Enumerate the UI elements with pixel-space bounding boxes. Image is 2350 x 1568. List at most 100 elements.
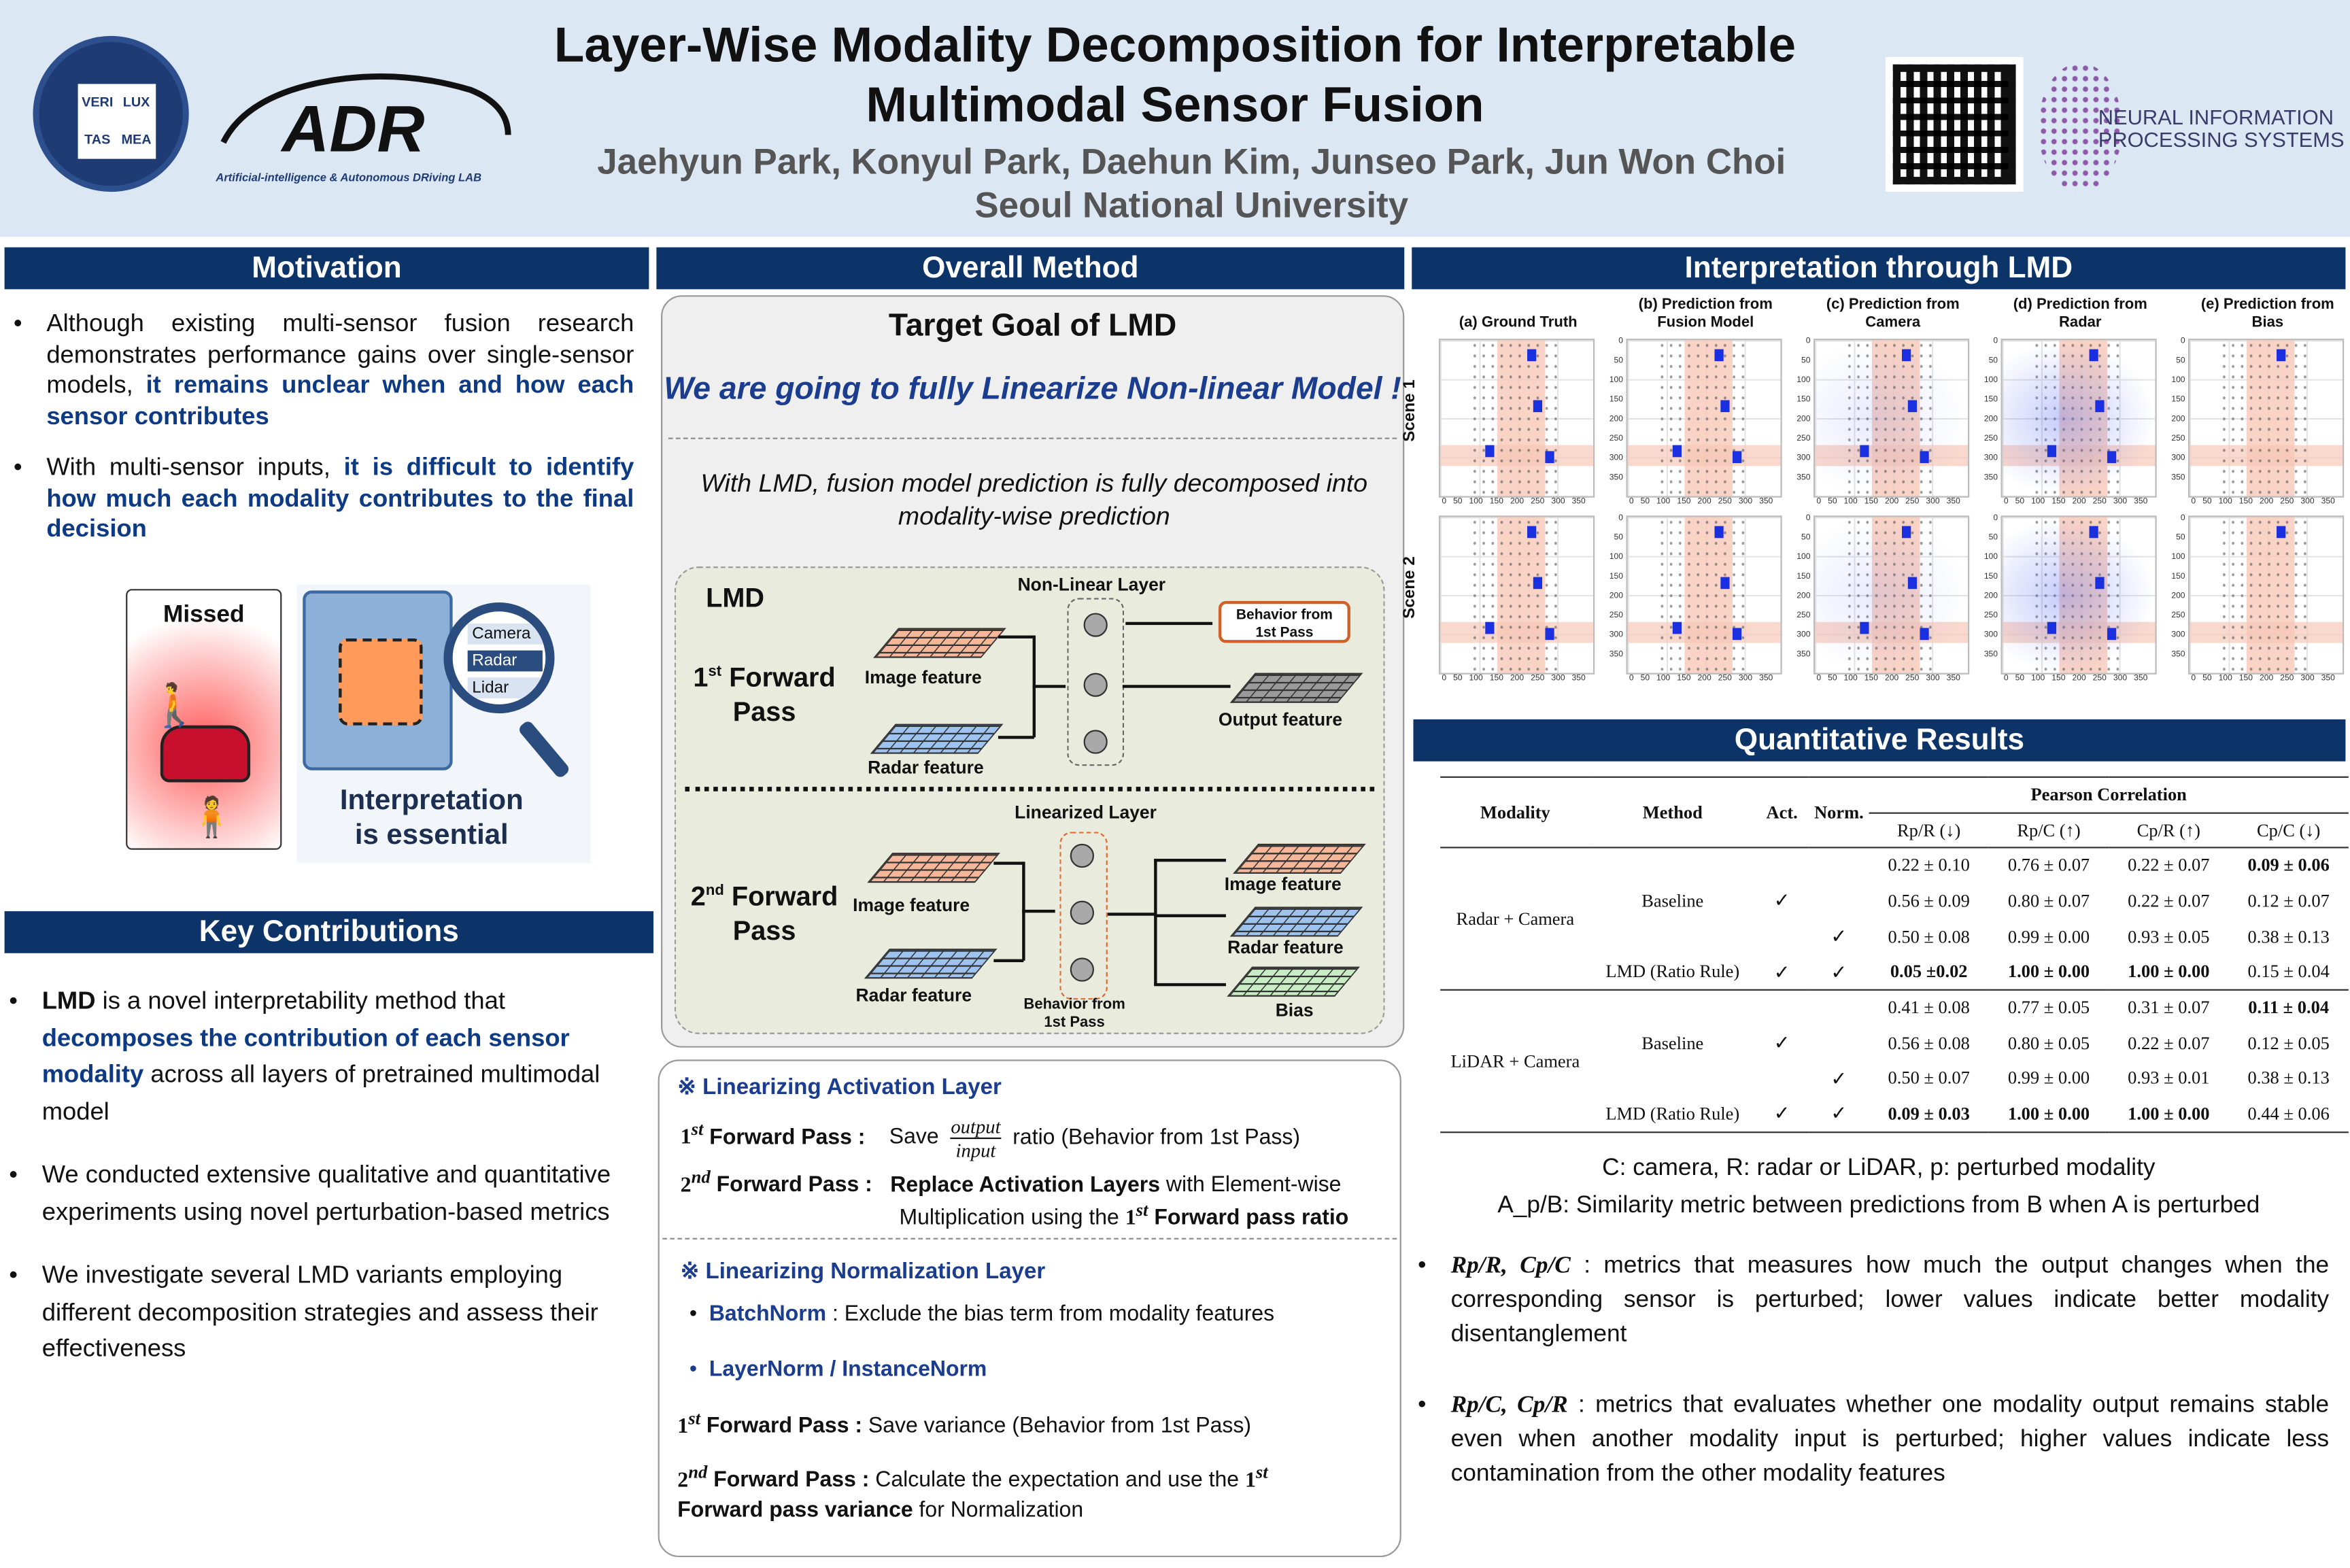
- x-ticks: 0 50 100 150 200 250 300 350: [2003, 674, 2148, 684]
- section-heading-results: Quantitative Results: [1413, 719, 2346, 762]
- detection-box: [1485, 621, 1495, 634]
- qr-code[interactable]: [1885, 56, 2024, 192]
- y-tick: 0: [1805, 514, 1811, 524]
- metric-value: 0.05 ±0.02: [1890, 960, 1968, 982]
- norm-check: [1809, 990, 1869, 1025]
- legend-line2: A_p/B: Similarity metric between predict…: [1497, 1193, 2260, 1218]
- norm-check: ✓: [1830, 1102, 1847, 1125]
- radar-haze: [2002, 517, 2156, 673]
- neuron-node: [1083, 613, 1108, 637]
- y-tick: 0: [1618, 337, 1624, 347]
- linearized-layer-label: Linearized Layer: [1015, 802, 1157, 823]
- y-tick: 300: [1983, 454, 1998, 464]
- method-cell: LMD (Ratio Rule): [1605, 1102, 1740, 1124]
- x-ticks: 0 50 100 150 200 250 300 350: [1629, 497, 1773, 507]
- detection-box: [1485, 445, 1495, 458]
- scene-panel: [2000, 339, 2157, 498]
- bias-tensor: [1227, 966, 1360, 997]
- metric-value: 1.00 ± 0.00: [2007, 960, 2090, 982]
- divider: [668, 437, 1397, 439]
- norm-check: ✓: [1830, 925, 1847, 948]
- method-goal-panel: Target Goal of LMD We are going to fully…: [661, 295, 1405, 1048]
- y-tick: 150: [1983, 395, 1998, 405]
- metric-value: 0.12 ± 0.07: [2247, 890, 2330, 911]
- y-tick: 350: [1796, 650, 1811, 660]
- text: : metrics that evaluates whether one mod…: [1450, 1392, 2330, 1487]
- metric-value: 0.22 ± 0.10: [1888, 855, 1970, 876]
- text: : metrics that measures how much the out…: [1450, 1252, 2330, 1348]
- scene-panel: [2000, 515, 2157, 675]
- camera-haze: [1815, 340, 1968, 496]
- detection-box: [1907, 577, 1918, 590]
- y-tick: 300: [1609, 454, 1624, 464]
- metric-value: 0.11 ± 0.04: [2248, 997, 2330, 1019]
- y-tick: 150: [2171, 395, 2185, 405]
- detection-box: [1732, 451, 1742, 464]
- norm-first-pass: 1st Forward Pass : Save variance (Behavi…: [677, 1407, 1251, 1439]
- detection-box: [1672, 445, 1682, 458]
- point-cloud: [1845, 517, 1935, 673]
- motivation-bullet: Although existing multi-sensor fusion re…: [5, 309, 634, 432]
- motivation-figure-missed: Missed 🚶 🧍: [126, 589, 282, 850]
- row-label: Scene 2: [1401, 556, 1419, 619]
- seal-text: MEA: [121, 131, 152, 148]
- results-table: Modality Method Act. Norm. Pearson Corre…: [1440, 777, 2349, 1133]
- row-label: Scene 1: [1401, 379, 1419, 442]
- text: Forward pass ratio: [1154, 1206, 1349, 1231]
- y-tick: 250: [1796, 434, 1811, 444]
- detection-box: [1920, 628, 1929, 641]
- detection-box: [1720, 577, 1730, 590]
- y-tick: 350: [1796, 473, 1811, 483]
- image-feature-label: Image feature: [864, 666, 982, 688]
- contributions-list: LMD is a novel interpretability method t…: [0, 983, 630, 1388]
- detection-box: [1533, 577, 1543, 590]
- linearization-details-panel: ※ Linearizing Activation Layer 1st Forwa…: [658, 1059, 1401, 1558]
- act-check: [1755, 1061, 1809, 1097]
- detection-box: [2047, 621, 2057, 634]
- highlight-text: it is difficult to identify how much eac…: [46, 454, 634, 543]
- divider: [662, 1238, 1397, 1240]
- results-table-wrap: Modality Method Act. Norm. Pearson Corre…: [1440, 777, 2349, 1133]
- text: Calculate the expectation and use the: [869, 1468, 1245, 1493]
- figure-caption: is essential: [354, 819, 509, 851]
- metric-value: 0.31 ± 0.07: [2128, 997, 2210, 1019]
- contribution-bullet: We conducted extensive qualitative and q…: [0, 1157, 630, 1231]
- missed-label: Missed: [163, 602, 245, 628]
- point-cloud: [2219, 340, 2310, 496]
- image-feature-label: Image feature: [1224, 873, 1342, 895]
- seal-text: VERI: [82, 94, 114, 109]
- text: for Normalization: [913, 1498, 1084, 1522]
- y-tick: 350: [1983, 650, 1998, 660]
- scene-panel: [1813, 339, 1970, 498]
- text: is a novel interpretability method that: [95, 987, 505, 1015]
- metric-value: 0.50 ± 0.08: [1888, 925, 1970, 947]
- detection-box: [1545, 451, 1554, 464]
- y-tick: 100: [1983, 553, 1998, 562]
- layernorm-item: • LayerNorm / InstanceNorm: [689, 1357, 987, 1382]
- magnifier-icon[interactable]: Camera Radar Lidar: [443, 602, 555, 714]
- metric-value: 0.09 ± 0.03: [1888, 1102, 1970, 1124]
- output-feature-tensor: [1229, 672, 1363, 703]
- norm-check: ✓: [1830, 1066, 1847, 1090]
- image-feature-tensor: [1233, 843, 1366, 874]
- poster-title-line2: Multimodal Sensor Fusion: [866, 76, 1484, 132]
- detection-box: [1907, 400, 1918, 413]
- y-tick: 250: [1609, 611, 1624, 621]
- goal-description: With LMD, fusion model prediction is ful…: [700, 468, 1368, 531]
- scene-panel: [2187, 339, 2345, 498]
- detection-box: [1720, 400, 1730, 413]
- affiliation: Seoul National University: [974, 186, 1409, 226]
- y-tick: 300: [2171, 630, 2185, 641]
- y-tick: 150: [1983, 572, 1998, 582]
- metric-value: 1.00 ± 0.00: [2007, 1102, 2090, 1124]
- text: ratio (Behavior from 1st Pass): [1012, 1126, 1301, 1151]
- y-tick: 0: [1993, 337, 1998, 347]
- neurips-dots-icon: [2038, 63, 2123, 192]
- goal-title: Target Goal of LMD: [888, 309, 1177, 343]
